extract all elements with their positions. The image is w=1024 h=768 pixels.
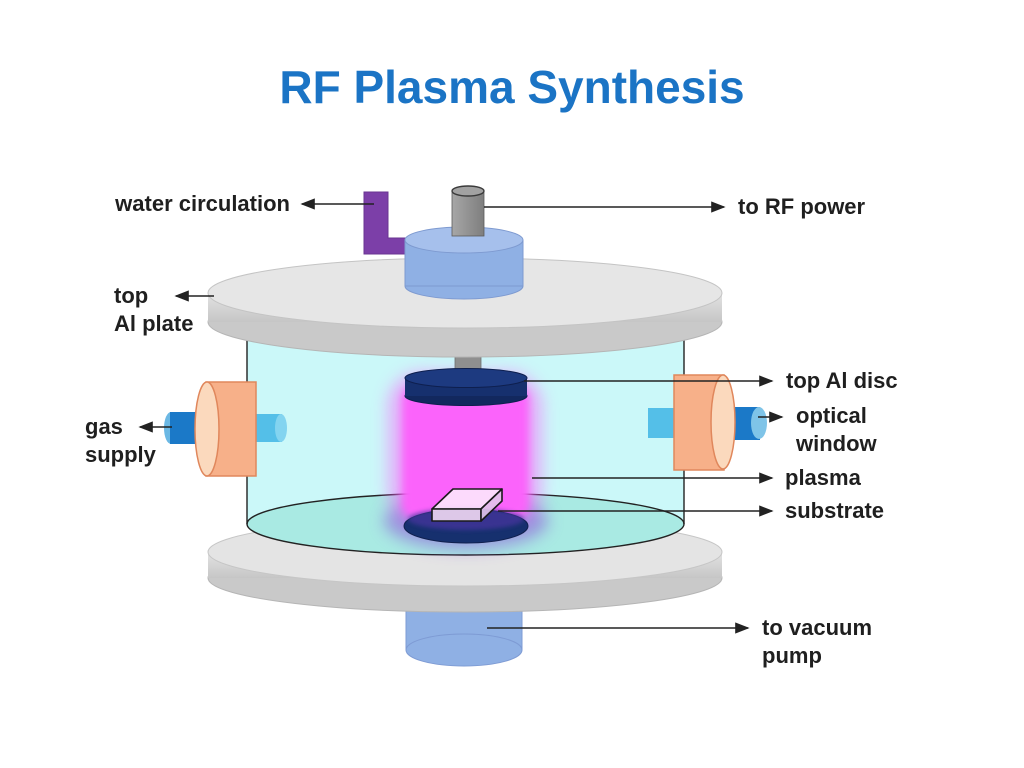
right-flange bbox=[673, 374, 736, 471]
label-optical-window: optical window bbox=[796, 403, 877, 456]
leader-lines bbox=[138, 198, 784, 634]
label-plasma: plasma bbox=[785, 465, 861, 490]
label-to-vacuum-pump: to vacuum pump bbox=[762, 615, 873, 668]
label-water-circulation: water circulation bbox=[115, 191, 290, 216]
label-to-rf-power: to RF power bbox=[738, 194, 866, 219]
label-substrate: substrate bbox=[785, 498, 885, 523]
plasma-glow bbox=[388, 372, 542, 524]
label-top-al-plate: top Al plate bbox=[114, 283, 194, 336]
label-top-al-disc: top Al disc bbox=[786, 368, 898, 393]
left-flange bbox=[194, 381, 257, 477]
top-al-disc-shape bbox=[404, 368, 528, 406]
substrate-shape bbox=[431, 488, 503, 522]
rf-feedthrough-cylinder bbox=[404, 226, 524, 300]
page-title: RF Plasma Synthesis bbox=[279, 61, 745, 113]
rf-rod bbox=[451, 185, 485, 237]
label-gas-supply: gas supply bbox=[85, 414, 156, 467]
